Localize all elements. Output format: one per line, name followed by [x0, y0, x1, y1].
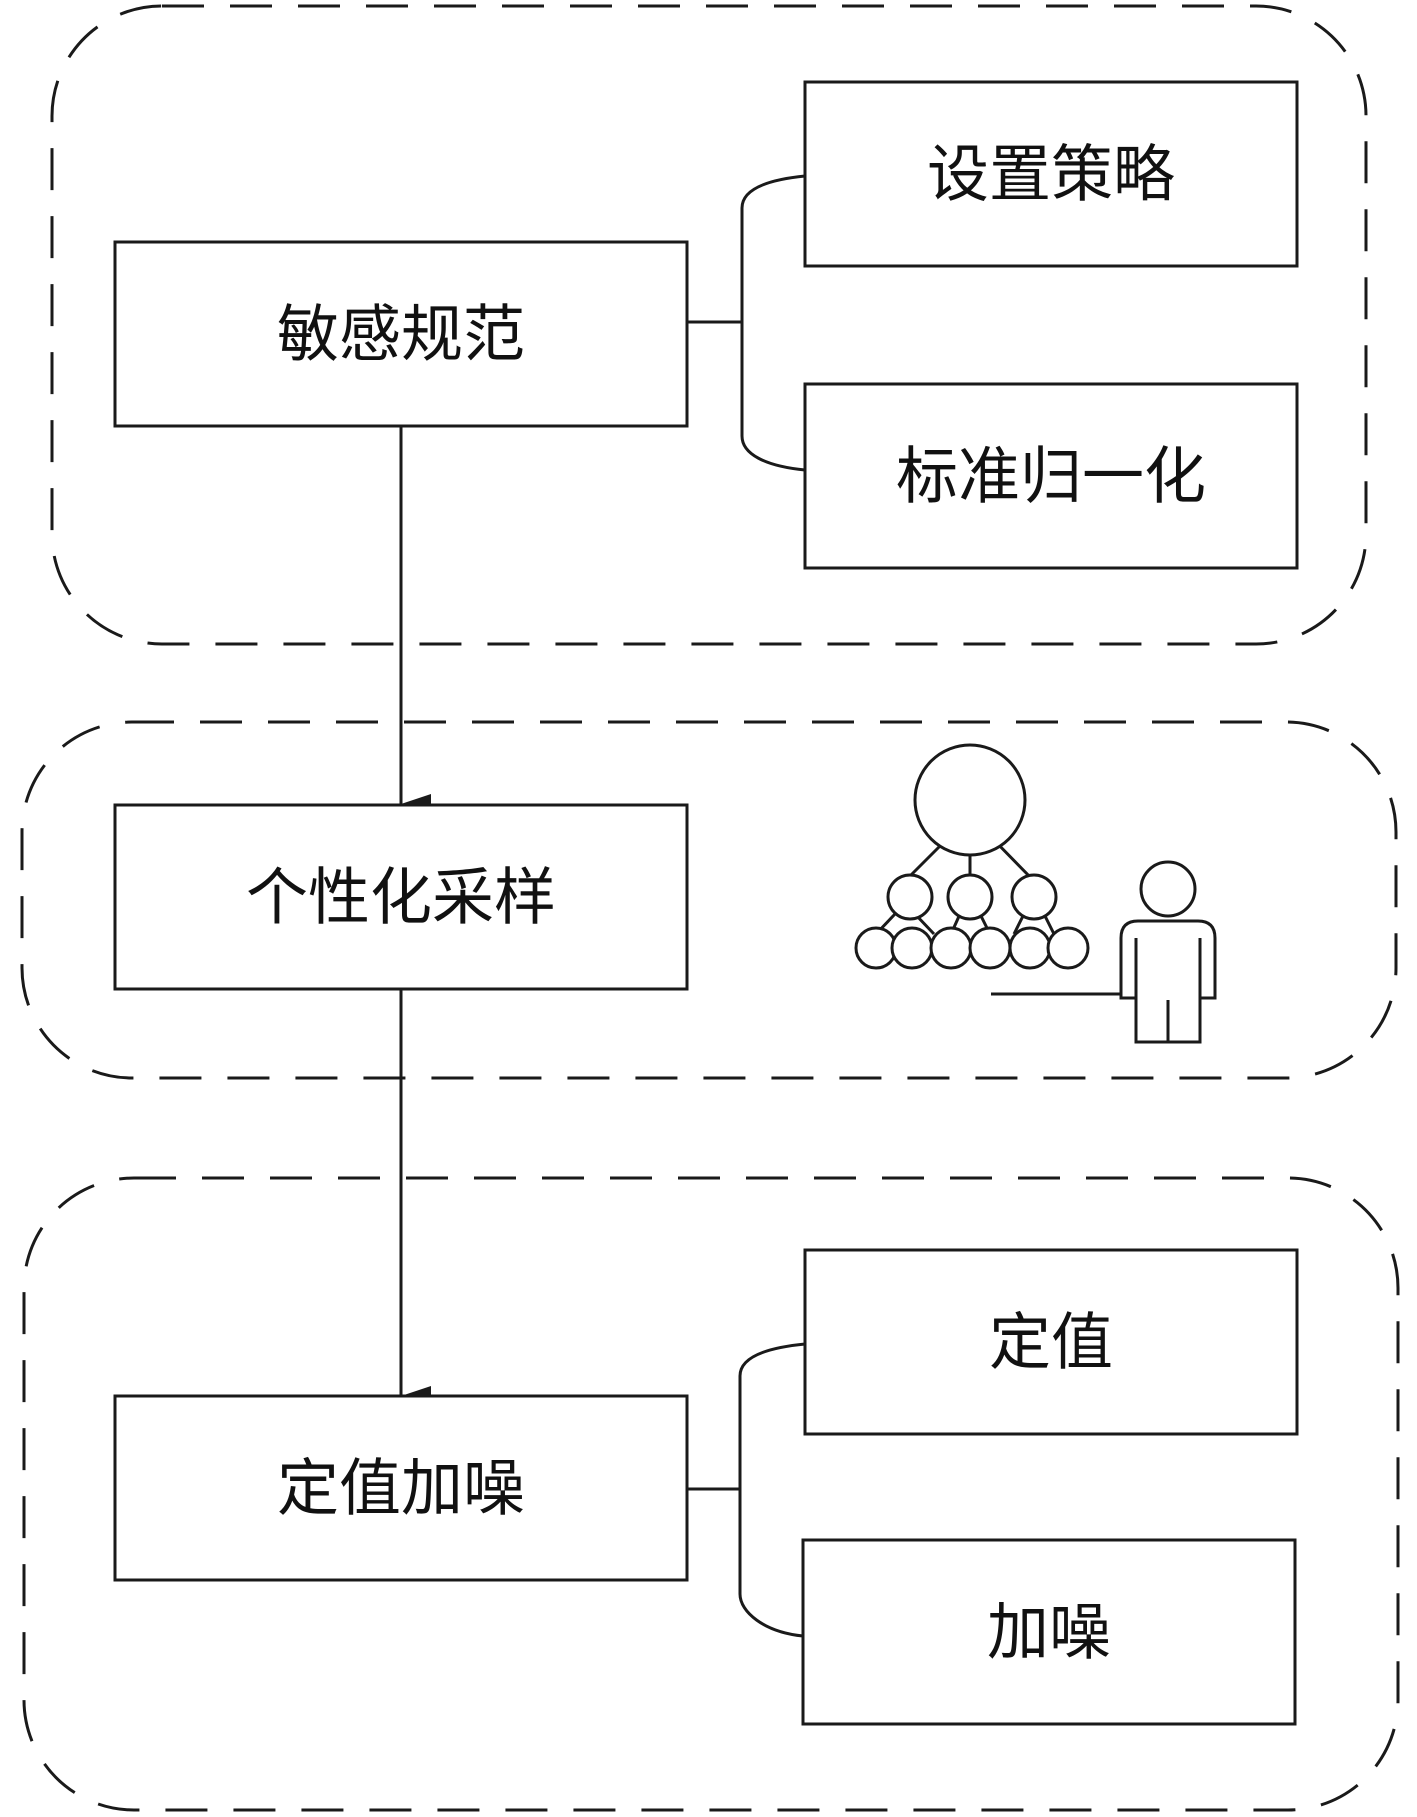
option-box-label: 设置策略 — [927, 138, 1175, 211]
option-box-label: 加噪 — [987, 1596, 1111, 1669]
main-box-personalized-sampling: 个性化采样 — [113, 803, 689, 991]
option-box-label: 定值 — [989, 1306, 1113, 1379]
brace-connector-3 — [687, 1342, 806, 1638]
option-box-set-policy: 设置策略 — [803, 80, 1299, 268]
group-container-1 — [50, 4, 1368, 646]
main-box-fixed-value-noise: 定值加噪 — [113, 1394, 689, 1582]
main-box-label: 个性化采样 — [246, 861, 556, 934]
option-box-normalization: 标准归一化 — [803, 382, 1299, 570]
main-box-label: 定值加噪 — [277, 1452, 525, 1525]
main-box-label: 敏感规范 — [277, 298, 525, 371]
brace-connector-1 — [687, 174, 806, 472]
option-box-noise: 加噪 — [801, 1538, 1297, 1726]
group-container-2 — [20, 720, 1398, 1080]
hierarchy-tree-with-person-icon — [854, 743, 1217, 1044]
main-box-sensitive-spec: 敏感规范 — [113, 240, 689, 428]
option-box-label: 标准归一化 — [896, 440, 1206, 513]
option-box-fixed-value: 定值 — [803, 1248, 1299, 1436]
group-container-3 — [22, 1176, 1400, 1812]
